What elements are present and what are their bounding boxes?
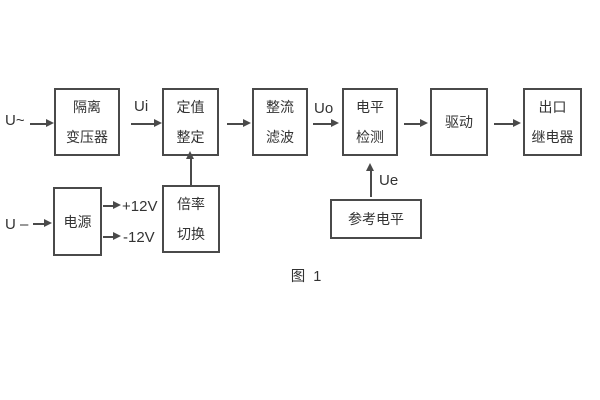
block-power-supply: 电源: [53, 187, 102, 256]
block-label: 倍率: [177, 196, 205, 212]
signal-label-ui: Ui: [134, 98, 149, 115]
block-label: 隔离: [73, 99, 101, 115]
arrow-detect-to-drive: [404, 120, 428, 127]
signal-label-ue: Ue: [379, 172, 399, 189]
signal-label-uo: Uo: [314, 100, 334, 117]
block-label: 切换: [177, 226, 205, 242]
block-label: 滤波: [266, 129, 294, 145]
block-level-detect: 电平 检测: [342, 88, 398, 156]
arrow-power-minus12v: [103, 233, 121, 240]
arrow-ac-to-transformer: [30, 120, 54, 127]
block-label: 检测: [356, 129, 384, 145]
arrow-dc-to-power: [33, 220, 52, 227]
block-output-relay: 出口 继电器: [523, 88, 582, 156]
block-label: 驱动: [445, 114, 473, 130]
block-label: 电源: [63, 213, 92, 230]
block-label: 定值: [176, 99, 205, 115]
block-label: 继电器: [531, 129, 574, 145]
signal-label-minus12v: -12V: [123, 229, 155, 246]
block-ratio-switch: 倍率 切换: [162, 185, 220, 253]
arrow-drive-to-relay: [494, 120, 521, 127]
arrow-filter-to-detect: [313, 120, 339, 127]
block-reference-level: 参考电平: [330, 199, 422, 239]
block-rectify-filter: 整流 滤波: [252, 88, 308, 156]
signal-label-plus12v: +12V: [122, 198, 158, 215]
block-value-setting: 定值 整定: [162, 88, 219, 156]
block-label: 参考电平: [348, 211, 404, 227]
arrow-ratio-to-setting: [187, 151, 194, 185]
block-label: 整定: [176, 129, 205, 145]
block-label: 电平: [356, 99, 384, 115]
block-label: 变压器: [66, 129, 108, 145]
block-label: 整流: [266, 99, 294, 115]
arrow-setting-to-filter: [227, 120, 251, 127]
signal-label-ac-input: U~: [5, 112, 25, 129]
signal-label-dc-input: U –: [5, 216, 29, 233]
figure-caption: 图 1: [290, 269, 324, 285]
block-isolation-transformer: 隔离 变压器: [54, 88, 120, 156]
arrow-reference-to-detect: [367, 163, 374, 197]
block-drive: 驱动: [430, 88, 488, 156]
block-label: 出口: [538, 99, 567, 115]
arrow-power-plus12v: [103, 202, 121, 209]
arrow-transformer-to-setting: [131, 120, 162, 127]
